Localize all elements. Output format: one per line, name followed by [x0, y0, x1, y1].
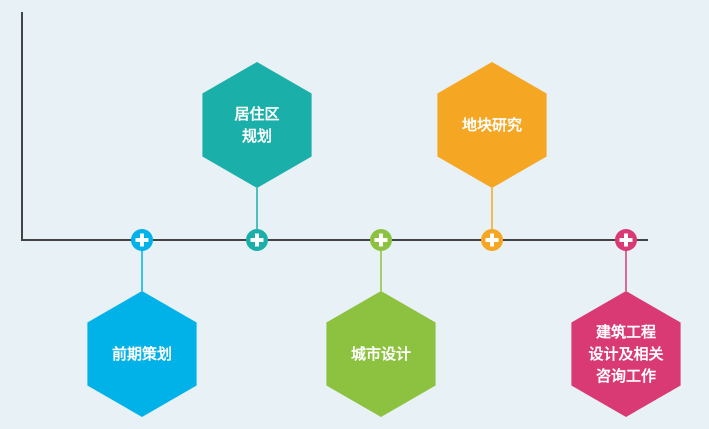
hexagon-juzhuqu: [202, 62, 312, 188]
node-chengshi: 城市设计: [326, 229, 436, 417]
plus-icon[interactable]: [370, 229, 392, 251]
hexagon-qianqi: [87, 291, 197, 417]
node-label-jianzhu: 咨询工作: [596, 367, 656, 385]
node-label-chengshi: 城市设计: [351, 345, 411, 363]
plus-icon[interactable]: [246, 229, 268, 251]
hexagon-chengshi: [326, 291, 436, 417]
hexagon-jianzhu: [571, 291, 681, 417]
node-label-dikuai: 地块研究: [462, 116, 522, 134]
plus-icon[interactable]: [481, 229, 503, 251]
plus-icon[interactable]: [131, 229, 153, 251]
node-label-jianzhu: 建筑工程: [596, 323, 656, 341]
hexagon-dikuai: [437, 62, 547, 188]
node-label-jianzhu: 设计及相关: [588, 345, 663, 363]
timeline-axis: [21, 12, 648, 241]
node-label-qianqi: 前期策划: [112, 345, 172, 363]
node-dikuai: 地块研究: [437, 62, 547, 251]
node-label-juzhuqu: 规划: [242, 127, 272, 145]
node-label-juzhuqu: 居住区: [234, 105, 279, 123]
plus-icon[interactable]: [615, 229, 637, 251]
node-qianqi: 前期策划: [87, 229, 197, 417]
